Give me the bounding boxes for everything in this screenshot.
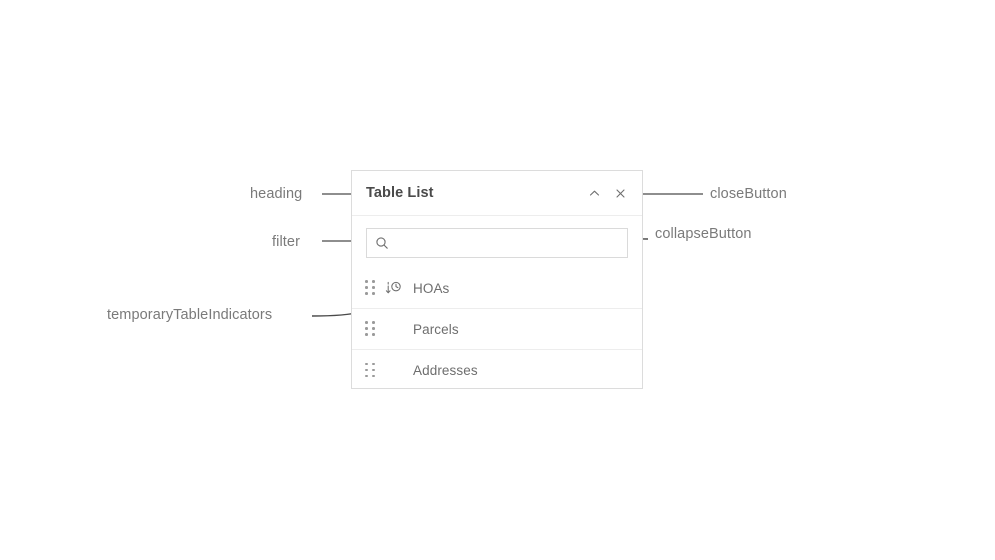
collapse-button[interactable]	[581, 180, 607, 206]
annotation-label-collapse-button: collapseButton	[655, 226, 752, 242]
annotation-label-heading: heading	[250, 186, 303, 202]
chevron-up-icon	[588, 187, 601, 200]
table-row-label: Parcels	[413, 321, 459, 337]
filter-container	[352, 216, 642, 268]
filter-input[interactable]	[396, 228, 619, 258]
filter-box[interactable]	[366, 228, 628, 258]
table-row[interactable]: Addresses	[352, 350, 642, 391]
table-row[interactable]: Parcels	[352, 309, 642, 350]
table-row-label: Addresses	[413, 363, 478, 378]
drag-handle-icon[interactable]	[365, 280, 377, 296]
table-row-label: HOAs	[413, 280, 450, 296]
table-list: HOAs Parcels Addresses	[352, 268, 642, 391]
search-icon	[375, 236, 389, 250]
table-list-panel: Table List	[351, 170, 643, 389]
annotation-label-close-button: closeButton	[710, 186, 787, 202]
page-title: Table List	[366, 185, 434, 201]
annotation-label-filter: filter	[272, 234, 300, 250]
close-button[interactable]	[607, 180, 633, 206]
table-row[interactable]: HOAs	[352, 268, 642, 309]
annotation-label-temporary-table-indicators: temporaryTableIndicators	[107, 307, 273, 323]
drag-handle-icon[interactable]	[365, 321, 377, 337]
drag-handle-icon[interactable]	[365, 362, 377, 379]
temporary-table-indicator-icon	[382, 281, 404, 296]
panel-header: Table List	[352, 171, 642, 216]
temporary-table-indicator-placeholder	[382, 322, 404, 337]
temporary-table-indicator-placeholder	[382, 363, 404, 378]
close-icon	[614, 187, 627, 200]
